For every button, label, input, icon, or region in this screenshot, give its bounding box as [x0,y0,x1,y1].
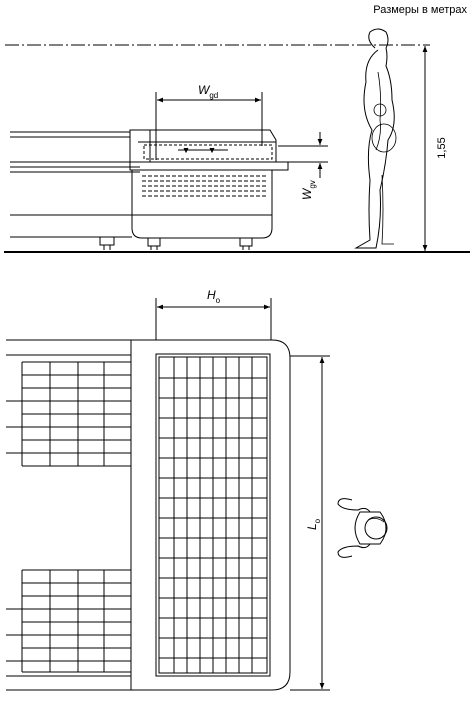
wgd-label: Wgd [198,83,218,100]
wgd-dimension [155,92,263,160]
units-note: Размеры в метрах [373,4,467,16]
human-figure-top [337,498,388,558]
wgv-dimension [278,132,328,178]
display-cabinet-plan [130,339,291,691]
display-cabinet-side [129,129,289,250]
wgv-label: Wgv [300,180,317,200]
cabinet-grid-columns [173,357,253,673]
lo-label: Lo [305,518,322,530]
cabinet-grid-rows [159,377,267,659]
lower-adjacent-grid [6,569,131,673]
ho-label: Ho [207,288,221,305]
adjacent-counter [10,131,140,250]
eye-height-value: 1,55 [436,137,448,158]
adjacent-counters-plan [6,339,131,691]
ho-dimension [155,298,272,340]
upper-adjacent-grid [6,361,131,467]
product-rows-dashed [142,175,266,197]
plan-view [6,298,388,691]
side-view [4,28,470,253]
lo-dimension [290,355,330,691]
human-figure-side [354,28,397,249]
